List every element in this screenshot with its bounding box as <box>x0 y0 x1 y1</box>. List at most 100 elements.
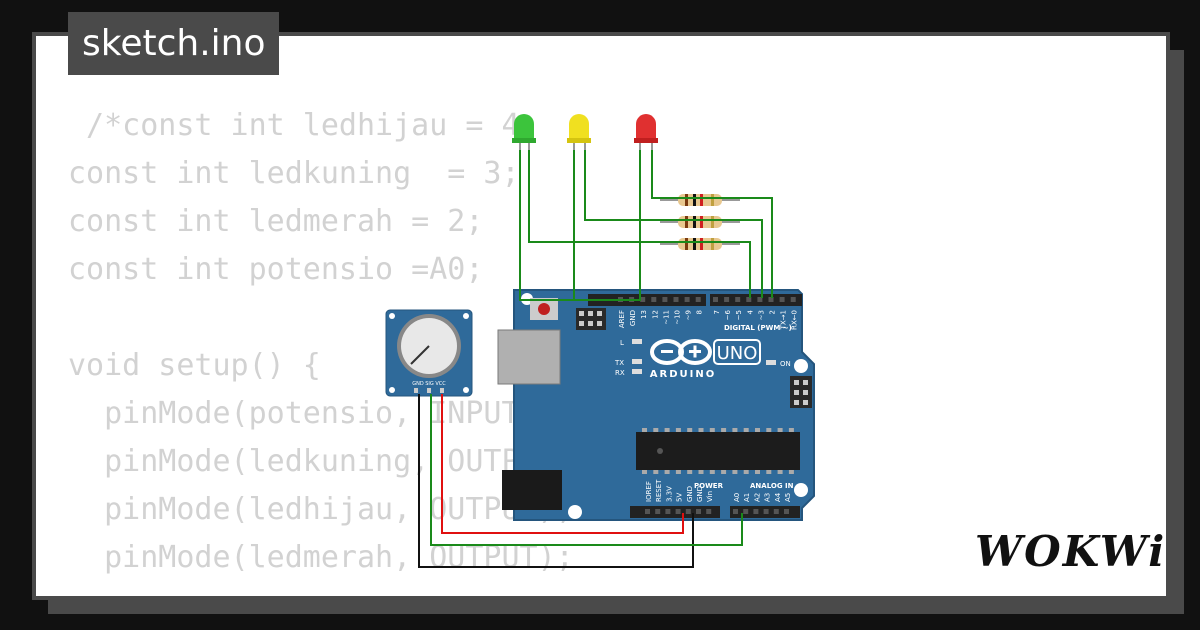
led-l <box>632 339 642 344</box>
header-pin[interactable] <box>651 297 657 302</box>
chip-pin <box>743 428 749 432</box>
potentiometer[interactable]: GND SIG VCC <box>385 309 473 397</box>
header-pin[interactable] <box>773 509 779 514</box>
chip-pin <box>642 428 647 432</box>
pin-label: 5V <box>676 493 684 502</box>
pin-label: 12 <box>651 310 659 319</box>
arduino-logo <box>650 339 712 365</box>
chip-pin <box>721 470 727 474</box>
file-tab-label: sketch.ino <box>82 23 266 64</box>
chip-pin <box>766 428 772 432</box>
chip-pins <box>642 428 794 474</box>
led-red[interactable] <box>634 114 658 150</box>
digital-header-label: DIGITAL (PWM ~) <box>724 324 792 332</box>
chip-pin <box>664 470 670 474</box>
header-pin[interactable] <box>706 509 712 514</box>
led-label-tx: TX <box>614 359 624 367</box>
code-line: pinMode(ledhijau, OUTPUT); <box>68 492 574 527</box>
pin-label: RESET <box>655 479 663 502</box>
chip-pin <box>743 470 749 474</box>
mount-hole <box>568 505 582 519</box>
pin-label: ~3 <box>757 310 765 320</box>
pin-label: Vin <box>706 491 714 502</box>
header-pin[interactable] <box>685 509 691 514</box>
header-pin[interactable] <box>735 297 741 302</box>
chip-pin <box>777 470 783 474</box>
pin-label: A3 <box>764 493 772 502</box>
resistor[interactable] <box>660 238 740 250</box>
chip-pin <box>687 428 693 432</box>
chip-pin <box>687 470 693 474</box>
chip-pin <box>709 470 715 474</box>
pin-label: 3.3V <box>665 486 673 502</box>
pot-wires <box>418 394 743 568</box>
pin-label: 7 <box>713 310 721 314</box>
pin-label: GND <box>696 486 704 502</box>
chip-pin <box>709 428 715 432</box>
header-pin[interactable] <box>733 509 738 514</box>
code-line: pinMode(ledmerah, OUTPUT); <box>68 540 574 575</box>
code-line: const int ledkuning = 3; <box>68 156 520 191</box>
pin-label: 13 <box>640 310 648 319</box>
header-pin[interactable] <box>665 509 671 514</box>
header-pin[interactable] <box>645 509 650 514</box>
header-pin[interactable] <box>713 297 718 302</box>
header-pin[interactable] <box>763 509 769 514</box>
header-pin[interactable] <box>662 297 668 302</box>
led-green[interactable] <box>512 114 536 150</box>
led-rx <box>632 369 642 374</box>
pin-label: A2 <box>753 493 761 502</box>
chip-pin <box>698 428 704 432</box>
resistor[interactable] <box>660 216 740 228</box>
chip-pin <box>788 470 794 474</box>
led-label-on: ON <box>780 360 791 368</box>
header-pin[interactable] <box>753 509 759 514</box>
pin-label: TX→1 <box>780 310 788 330</box>
atmega-chip <box>636 432 800 470</box>
chip-pin <box>766 470 772 474</box>
header-pin[interactable] <box>673 297 679 302</box>
chip-pin <box>777 428 783 432</box>
pin-label: IOREF <box>645 481 653 502</box>
power-header-label: POWER <box>694 482 724 490</box>
arduino-board[interactable]: UNO ARDUINO DIGITAL (PWM ~) POWER ANALOG… <box>497 289 815 521</box>
header-pin[interactable] <box>784 509 789 514</box>
chip-pin <box>698 470 704 474</box>
resistor[interactable] <box>660 194 740 206</box>
chip-pin <box>721 428 727 432</box>
pin-label: GND <box>629 310 637 326</box>
header-pin[interactable] <box>724 297 730 302</box>
code-line: const int potensio =A0; <box>68 252 484 287</box>
chip-pin <box>755 470 760 474</box>
header-pin[interactable] <box>640 297 646 302</box>
uno-badge <box>713 339 761 365</box>
code-line: /*const int ledhijau = 4; <box>68 108 538 143</box>
header-pin[interactable] <box>790 297 796 302</box>
pin-label: 4 <box>746 309 754 314</box>
header-pin[interactable] <box>655 509 661 514</box>
pin-label: 2 <box>769 310 777 314</box>
header-pin[interactable] <box>768 297 774 302</box>
code-line: pinMode(potensio, INPUT); <box>68 396 556 431</box>
reset-button-cap[interactable] <box>538 303 550 315</box>
chip-pin <box>788 428 794 432</box>
board-model: UNO <box>717 343 758 364</box>
header-pin[interactable] <box>695 297 701 302</box>
chip-pin <box>755 428 760 432</box>
header-pin[interactable] <box>743 509 749 514</box>
led-wires <box>519 148 773 301</box>
header-pin[interactable] <box>757 297 763 302</box>
header-pin[interactable] <box>696 509 701 514</box>
header-pin[interactable] <box>746 297 752 302</box>
chip-pin <box>732 470 738 474</box>
mount-hole <box>794 483 808 497</box>
led-label-l: L <box>620 339 624 347</box>
led-label-rx: RX <box>615 369 625 377</box>
led-on <box>766 360 776 365</box>
header-pin[interactable] <box>675 509 681 514</box>
header-pin[interactable] <box>684 297 690 302</box>
file-tab[interactable]: sketch.ino <box>68 12 280 75</box>
header-pin[interactable] <box>779 297 785 302</box>
led-yellow[interactable] <box>567 114 591 150</box>
